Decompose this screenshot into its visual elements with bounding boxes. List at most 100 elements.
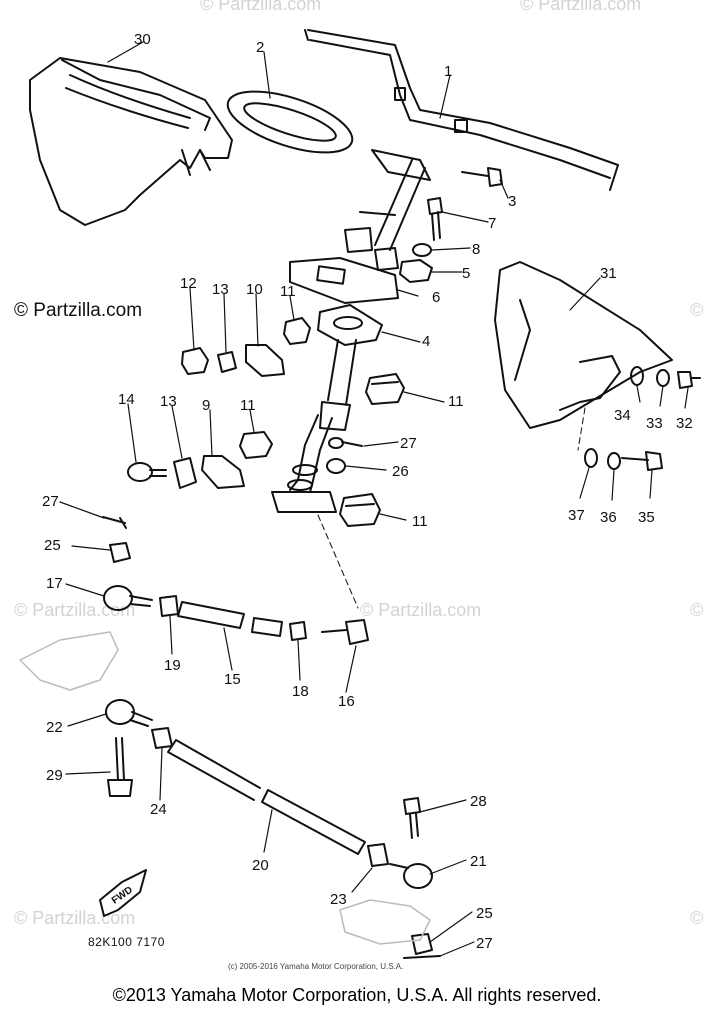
callout-35: 35 — [638, 509, 655, 526]
part-washer-13-lower — [173, 457, 197, 489]
callout-30: 30 — [134, 31, 151, 48]
small-credit: (c) 2005-2016 Yamaha Motor Corporation, … — [228, 962, 404, 971]
watermark-right-symbol: © — [690, 300, 704, 320]
callout-4: 4 — [422, 333, 430, 350]
callout-12: 12 — [180, 275, 197, 292]
watermark-mid-center: © Partzilla.com — [360, 600, 482, 620]
callout-19: 19 — [164, 657, 181, 674]
callout-27-left: 27 — [42, 493, 59, 510]
callout-32: 32 — [676, 415, 693, 432]
diagram-code: 82K100 7170 — [88, 935, 165, 949]
callout-1: 1 — [444, 63, 452, 80]
callout-25-lower: 25 — [476, 905, 493, 922]
part-washer-34 — [630, 366, 644, 386]
part-nut-25-left — [109, 542, 131, 563]
part-grommet-12 — [181, 347, 209, 375]
callout-16: 16 — [338, 693, 355, 710]
callout-11-lower: 11 — [412, 513, 428, 530]
part-tube-short — [251, 617, 283, 637]
part-steering-shaft-lower — [271, 414, 337, 513]
callout-2: 2 — [256, 39, 264, 56]
part-nut-23 — [367, 843, 389, 867]
callout-21: 21 — [470, 853, 487, 870]
callout-31: 31 — [600, 265, 617, 282]
part-arm-outline-left — [19, 631, 119, 691]
part-handlebar-cover — [29, 57, 233, 226]
part-bracket-10 — [245, 344, 285, 377]
part-rod-20-lower — [261, 789, 366, 855]
part-pin-27-left — [102, 516, 127, 529]
part-nut-26 — [326, 458, 346, 474]
part-side-cover — [494, 261, 673, 429]
watermark-main: © Partzilla.com — [14, 300, 143, 321]
callout-3: 3 — [508, 193, 516, 210]
watermark-mid-right-symbol: © — [690, 600, 704, 620]
part-rod-20 — [167, 739, 261, 801]
callout-13-lower: 13 — [160, 393, 177, 410]
callout-6: 6 — [432, 289, 440, 306]
part-nut-19 — [159, 595, 179, 617]
part-bushing-11-left — [239, 431, 273, 459]
guide-line-cover — [577, 407, 586, 451]
part-ball-joint-22 — [105, 699, 153, 727]
watermark-bottom-right-symbol: © — [690, 908, 704, 928]
callout-22: 22 — [46, 719, 63, 736]
callout-11-upper: 11 — [280, 283, 296, 300]
part-washer-36 — [607, 452, 621, 470]
part-pin-27-upper — [328, 437, 363, 449]
part-steering-shaft — [317, 304, 383, 431]
callout-17: 17 — [46, 575, 63, 592]
part-washer-33 — [656, 369, 670, 387]
watermark-mid-left: © Partzilla.com — [14, 600, 136, 620]
part-washer-37 — [584, 448, 598, 468]
part-nut-24 — [151, 727, 173, 749]
guide-line-shaft — [317, 514, 359, 609]
part-bolt-7 — [427, 197, 443, 241]
callout-labels: 30 2 1 3 7 8 5 6 31 4 11 27 26 11 12 13 … — [42, 31, 693, 952]
copyright-footer: ©2013 Yamaha Motor Corporation, U.S.A. A… — [112, 985, 602, 1005]
callout-33: 33 — [646, 415, 663, 432]
leader-lines — [59, 41, 689, 957]
part-arm-outline-right — [339, 899, 431, 945]
part-ball-joint-21 — [389, 863, 433, 889]
part-rod-15 — [177, 601, 245, 629]
part-bushing-11-mid — [365, 373, 405, 405]
callout-26: 26 — [392, 463, 409, 480]
part-handlebar — [304, 29, 619, 251]
part-ball-joint-17 — [103, 585, 153, 611]
part-pad — [226, 90, 354, 154]
callout-9: 9 — [202, 397, 210, 414]
callout-20: 20 — [252, 857, 269, 874]
part-bushing-11-upper — [283, 317, 311, 345]
callout-27-lower: 27 — [476, 935, 493, 952]
part-washer-13-upper — [217, 351, 237, 373]
part-bolt-28 — [403, 797, 421, 839]
part-bolt-32 — [677, 371, 701, 389]
callout-15: 15 — [224, 671, 241, 688]
part-ball-joint-16 — [321, 619, 369, 645]
callout-13-upper: 13 — [212, 281, 229, 298]
callout-27-upper: 27 — [400, 435, 417, 452]
part-nut-18 — [289, 621, 307, 641]
part-nut-8 — [412, 243, 432, 257]
watermark-top-center: © Partzilla.com — [200, 0, 322, 14]
part-bolt-3 — [461, 167, 503, 187]
part-bushing-11-lower — [339, 493, 381, 527]
part-bolt-29 — [107, 737, 133, 797]
part-plate-6 — [289, 257, 399, 304]
part-bolt-14 — [127, 462, 167, 482]
callout-11-mid: 11 — [448, 393, 464, 410]
callout-34: 34 — [614, 407, 631, 424]
callout-14: 14 — [118, 391, 135, 408]
watermark-top-right: © Partzilla.com — [520, 0, 642, 14]
callout-10: 10 — [246, 281, 263, 298]
part-bolt-35 — [621, 451, 663, 471]
callout-5: 5 — [462, 265, 470, 282]
fwd-arrow-icon — [99, 869, 147, 917]
callout-11-left: 11 — [240, 397, 256, 414]
callout-36: 36 — [600, 509, 617, 526]
callout-7: 7 — [488, 215, 496, 232]
callout-29: 29 — [46, 767, 63, 784]
callout-25-left: 25 — [44, 537, 61, 554]
